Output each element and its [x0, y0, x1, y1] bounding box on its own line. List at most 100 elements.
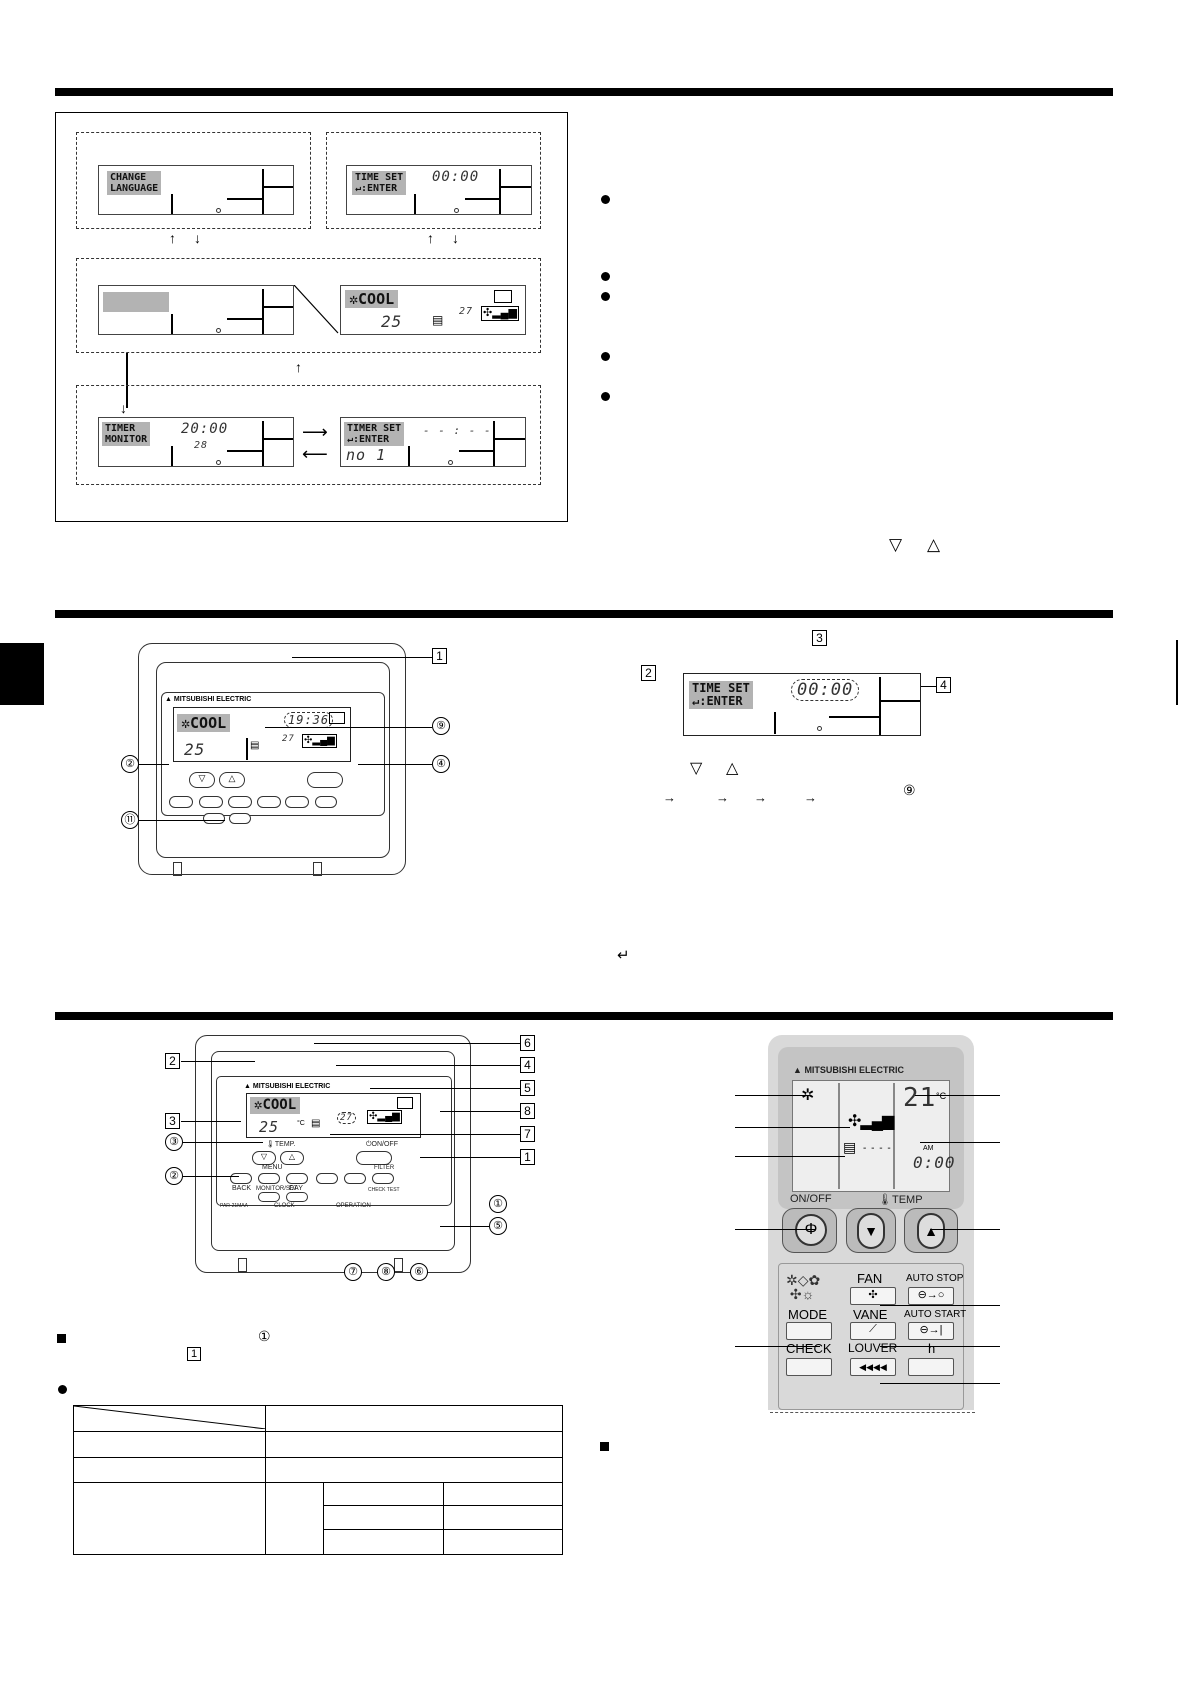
vane-button[interactable]: ⟋ — [850, 1322, 896, 1340]
vane-button[interactable] — [285, 796, 309, 808]
brand-name: MITSUBISHI ELECTRIC — [252, 1083, 331, 1090]
vane-button[interactable] — [344, 1173, 366, 1184]
temp-down-button[interactable]: ▽ — [189, 772, 215, 788]
back-label: BACK — [232, 1185, 252, 1192]
fan-speed-button[interactable] — [257, 796, 281, 808]
table-cell — [442, 1504, 563, 1531]
callout-8: ⑧ — [377, 1263, 395, 1281]
timer-monitor-text: TIMER MONITOR — [102, 422, 151, 446]
back-button[interactable] — [230, 1173, 252, 1184]
controller-panel — [216, 1076, 452, 1206]
flow-line — [126, 353, 128, 408]
lcd-divider — [246, 738, 248, 760]
wired-controller-2: ▲ MITSUBISHI ELECTRIC ✲COOL 25 °C ▤ 27 ✣… — [195, 1035, 471, 1273]
louver-button[interactable]: ◀◀◀◀ — [850, 1358, 896, 1376]
lcd-timer-set: TIMER SET ↵:ENTER - - : - - no 1 — [340, 417, 526, 467]
filter-icon — [494, 290, 512, 303]
set-temp-readout: 25 — [259, 1118, 280, 1136]
callout-box-3: 3 — [165, 1113, 180, 1129]
auto-start-label: AUTO START — [904, 1309, 967, 1320]
fan-button[interactable]: ✣ — [850, 1287, 896, 1305]
temp-up-button[interactable]: △ — [280, 1151, 304, 1165]
timer-number: no 1 — [346, 446, 387, 464]
bullet — [58, 1385, 67, 1394]
menu-button[interactable] — [258, 1173, 280, 1184]
on-off-button[interactable]: Φ — [782, 1208, 837, 1253]
callout-leader — [183, 1142, 263, 1144]
lcd-divider — [774, 712, 776, 734]
on-off-button[interactable] — [356, 1151, 392, 1165]
clock-down-button[interactable] — [203, 813, 225, 824]
language-label: LANGUAGE — [110, 183, 159, 194]
callout-box-4: 4 — [936, 677, 951, 693]
clock-up-button[interactable] — [286, 1192, 308, 1202]
time-set-label: TIME SET — [692, 681, 750, 695]
clock-readout: 00:00 — [791, 679, 860, 701]
vane-icon: ▤ — [843, 1139, 857, 1155]
lcd-divider — [408, 446, 410, 466]
on-off-label: ⏻ON/OFF — [366, 1141, 398, 1149]
timer-dashes: - - : - - — [423, 424, 492, 437]
brand-name: MITSUBISHI ELECTRIC — [804, 1065, 904, 1075]
clock-down-button[interactable] — [258, 1192, 280, 1202]
vane-swing-icon: ⟋ — [869, 1323, 877, 1335]
bullet — [601, 195, 610, 204]
auto-stop-button[interactable]: ⊖→○ — [908, 1287, 954, 1305]
time-set-label: TIME SET — [355, 172, 404, 183]
temp-up-button[interactable]: △ — [219, 772, 245, 788]
hinge-right — [394, 1258, 403, 1272]
clock-up-button[interactable] — [229, 813, 251, 824]
enter-label: ↵:ENTER — [692, 694, 743, 708]
menu-button[interactable] — [199, 796, 223, 808]
hinge-right — [313, 862, 322, 876]
callout-box-7: 7 — [520, 1126, 535, 1142]
check-test-label: CHECK TEST — [368, 1187, 400, 1193]
filter-icon — [329, 712, 345, 724]
arrow-down-icon: ↓ — [194, 230, 201, 246]
lower-panel — [778, 1263, 964, 1410]
louver-label: LOUVER — [848, 1341, 898, 1355]
table-corner-cell — [73, 1405, 266, 1432]
filter-button[interactable] — [372, 1173, 394, 1184]
mode-label: MODE — [788, 1307, 827, 1322]
model-label: PAR-21MAA — [220, 1203, 248, 1209]
table-cell — [265, 1430, 563, 1458]
fan-icon: ✣ — [868, 1289, 878, 1301]
lcd-divider — [459, 450, 494, 452]
on-off-button[interactable] — [307, 772, 343, 788]
lcd-divider — [879, 677, 881, 735]
on-off-timer-button[interactable] — [228, 796, 252, 808]
timer-menu-button[interactable] — [169, 796, 193, 808]
lcd-indicator — [216, 208, 221, 213]
fan-button[interactable] — [316, 1173, 338, 1184]
remote-lcd: ✲ 21 °C ✣▂▄▆ ▤ - - - - AM 0:00 — [792, 1080, 955, 1192]
callout-leader — [358, 764, 432, 766]
thermometer-icon: 🌡 — [878, 1194, 892, 1206]
remote-cutoff-line — [770, 1412, 975, 1413]
remote-temp-readout: 21 — [903, 1083, 937, 1113]
section-marker — [57, 1334, 66, 1343]
arrow-up-icon: ↑ — [169, 230, 176, 246]
h-button[interactable] — [908, 1358, 954, 1376]
enter-button[interactable] — [315, 796, 337, 808]
callout-leader — [330, 1134, 520, 1136]
temp-down-button[interactable]: ▼ — [846, 1208, 896, 1253]
callout-leader — [292, 657, 432, 659]
check-button[interactable] — [786, 1358, 832, 1376]
auto-start-button[interactable]: ⊖→| — [908, 1322, 954, 1340]
brand-logo: ▲ MITSUBISHI ELECTRIC — [244, 1083, 330, 1090]
temp-down-button[interactable]: ▽ — [252, 1151, 276, 1165]
fan-speed-icon: ✣▂▄▆ — [848, 1113, 894, 1130]
callout-leader — [735, 1127, 850, 1129]
callout-box-3: 3 — [812, 630, 827, 646]
separator-slash — [294, 285, 339, 334]
lcd-indicator — [448, 460, 453, 465]
callout-box-1: 1 — [520, 1149, 535, 1165]
arrow-down-icon: ↓ — [120, 400, 127, 416]
set-temp-readout: 25 — [184, 740, 206, 759]
day-button[interactable] — [286, 1173, 308, 1184]
lcd-indicator — [817, 726, 822, 731]
temp-up-button[interactable]: ▲ — [904, 1208, 958, 1253]
mode-button[interactable] — [786, 1322, 832, 1340]
callout-1-inline: ① — [258, 1328, 271, 1344]
